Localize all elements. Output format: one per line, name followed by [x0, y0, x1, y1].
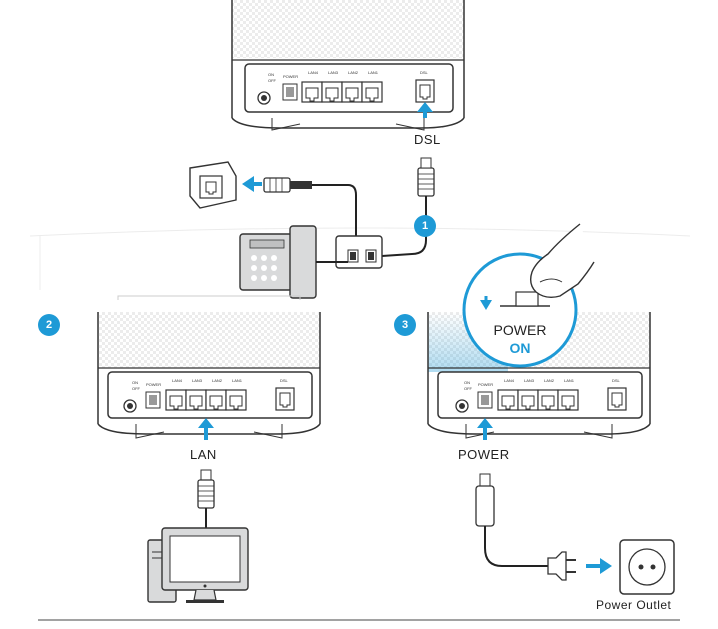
lan-panel-lan4-label: LAN4	[172, 378, 183, 383]
pwr-panel-lan3-label: LAN3	[524, 378, 535, 383]
power-switch-power-label: POWER	[493, 322, 547, 338]
hand-icon	[529, 223, 595, 299]
dsl-label: DSL	[414, 132, 441, 147]
lan-panel-power-label: POWER	[146, 382, 161, 387]
router-top: ON OFF POWER LAN4 LAN3 LAN2 LAN1 DSL	[231, 0, 465, 131]
lan-panel-off-label: OFF	[132, 386, 141, 391]
pwr-panel-lan4-label: LAN4	[504, 378, 515, 383]
lan-arrow-icon	[198, 418, 214, 428]
lan-panel-lan1-label: LAN1	[232, 378, 243, 383]
power-arrow-icon	[477, 418, 493, 428]
power-label: POWER	[458, 447, 510, 462]
power-cable	[475, 473, 612, 581]
pwr-panel-power-label: POWER	[478, 382, 493, 387]
dsl-arrow-icon	[417, 102, 433, 112]
desktop-computer	[147, 527, 249, 603]
power-outlet	[619, 539, 675, 595]
dsl-cable	[381, 157, 435, 257]
panel-dsl-label: DSL	[420, 70, 429, 75]
telephone	[239, 225, 320, 299]
outlet-arrow-icon	[600, 558, 612, 574]
lan-panel-dsl-label: DSL	[280, 378, 289, 383]
step-3-badge: 3	[394, 314, 416, 336]
router-lan: ON OFF POWER LAN4 LAN3 LAN2 LAN1 DSL	[97, 295, 321, 440]
background-router-outline	[29, 227, 691, 290]
step-1-badge: 1	[414, 215, 436, 237]
panel-lan1-label: LAN1	[368, 70, 379, 75]
dsl-splitter	[320, 235, 383, 269]
panel-on-label: ON	[268, 72, 274, 77]
pwr-panel-lan2-label: LAN2	[544, 378, 555, 383]
panel-lan3-label: LAN3	[328, 70, 339, 75]
step-2-badge: 2	[38, 314, 60, 336]
power-switch-callout	[462, 223, 595, 368]
pwr-panel-lan1-label: LAN1	[564, 378, 575, 383]
pwr-panel-dsl-label: DSL	[612, 378, 621, 383]
plug-icon	[547, 551, 567, 581]
lan-label: LAN	[190, 447, 217, 462]
lan-cable	[197, 469, 215, 528]
lan-panel-lan2-label: LAN2	[212, 378, 223, 383]
power-switch-on-label: ON	[509, 340, 531, 356]
lan-panel-on-label: ON	[132, 380, 138, 385]
socket-arrow-icon	[242, 176, 254, 192]
lan-panel-lan3-label: LAN3	[192, 378, 203, 383]
switch-press-arrow-icon	[480, 300, 492, 310]
panel-power-label: POWER	[283, 74, 298, 79]
panel-off-label: OFF	[268, 78, 277, 83]
pwr-panel-on-label: ON	[464, 380, 470, 385]
power-outlet-label: Power Outlet	[596, 598, 672, 612]
panel-lan4-label: LAN4	[308, 70, 319, 75]
panel-lan2-label: LAN2	[348, 70, 359, 75]
pwr-panel-off-label: OFF	[464, 386, 473, 391]
phone-wall-socket	[189, 161, 357, 236]
